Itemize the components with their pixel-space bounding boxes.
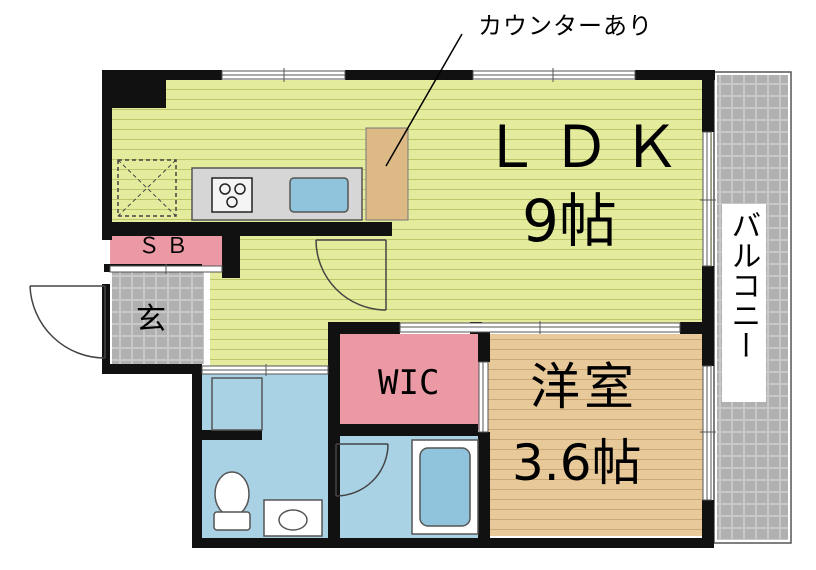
wic-floor: [338, 334, 480, 430]
ldk-label: ＬＤＫ: [482, 113, 693, 181]
callout-leader: [385, 33, 463, 167]
sink-icon: [289, 177, 349, 213]
breakfast-counter: [365, 127, 409, 221]
sliding-door-tracks: [109, 264, 681, 433]
washbasin-icon: [263, 499, 323, 537]
balcony: [713, 71, 792, 544]
stove-icon: [211, 177, 253, 213]
bathtub-icon: [411, 439, 479, 535]
western-room-label: 洋室: [530, 358, 638, 416]
ldk-door[interactable]: [315, 239, 387, 311]
fridge-space-icon: [117, 159, 177, 217]
toilet-icon: [213, 471, 251, 531]
western-room-floor: [488, 334, 708, 536]
sb-label: ＳＢ: [138, 234, 195, 259]
balcony-label: バルコニー: [725, 210, 761, 360]
ldk-size: 9帖: [522, 187, 617, 255]
entrance-label: 玄: [136, 302, 166, 337]
sb-storage: [110, 234, 232, 266]
western-room-size: 3.6帖: [512, 434, 642, 492]
walls: [102, 70, 715, 548]
wc-partition: [211, 377, 263, 431]
windows: [221, 68, 716, 501]
entrance-door[interactable]: [29, 285, 106, 359]
counter-callout: カウンターあり: [478, 12, 653, 40]
wic-label: WIC: [378, 363, 440, 403]
entrance-floor: [112, 272, 204, 364]
bathroom-door[interactable]: [335, 443, 389, 497]
kitchen-counter: [191, 167, 363, 221]
